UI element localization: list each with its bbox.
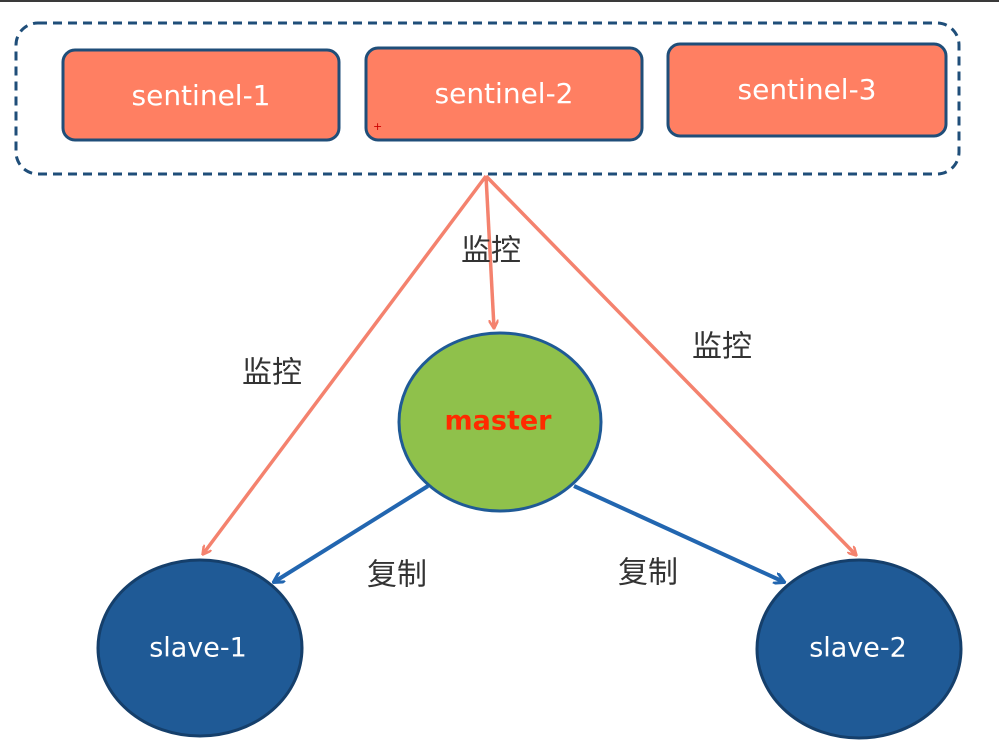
monitor-arrow-master [484,175,494,328]
replicate-arrow-slave-1 [274,484,430,582]
slave-label: slave-1 [149,633,247,664]
sentinel-label: sentinel-3 [738,73,877,106]
monitor-label-master: 监控 [461,234,521,269]
monitor-label-slave-2: 监控 [692,330,752,365]
master-label: master [445,406,553,437]
replicate-arrow-slave-2 [573,484,784,582]
sentinel-label: sentinel-2 [435,77,574,110]
slave-node-2: slave-2 [755,558,963,740]
cursor-mark: + [373,120,382,133]
monitor-arrow-slave-1 [203,174,488,554]
monitor-arrow-slave-2 [484,174,856,555]
slave-label: slave-2 [809,633,907,664]
slave-node-1: slave-1 [96,558,304,738]
master-node: master [397,331,603,513]
sentinel-node-3: sentinel-3 [666,42,948,138]
sentinel-group [14,21,961,176]
sentinel-label: sentinel-1 [132,79,271,112]
sentinel-node-1: sentinel-1 [61,48,341,142]
replicate-label-slave-1: 复制 [367,558,427,593]
window-top-border [0,0,999,2]
monitor-label-slave-1: 监控 [242,356,302,391]
replicate-label-slave-2: 复制 [618,556,678,591]
sentinel-node-2: sentinel-2 + [364,46,644,142]
